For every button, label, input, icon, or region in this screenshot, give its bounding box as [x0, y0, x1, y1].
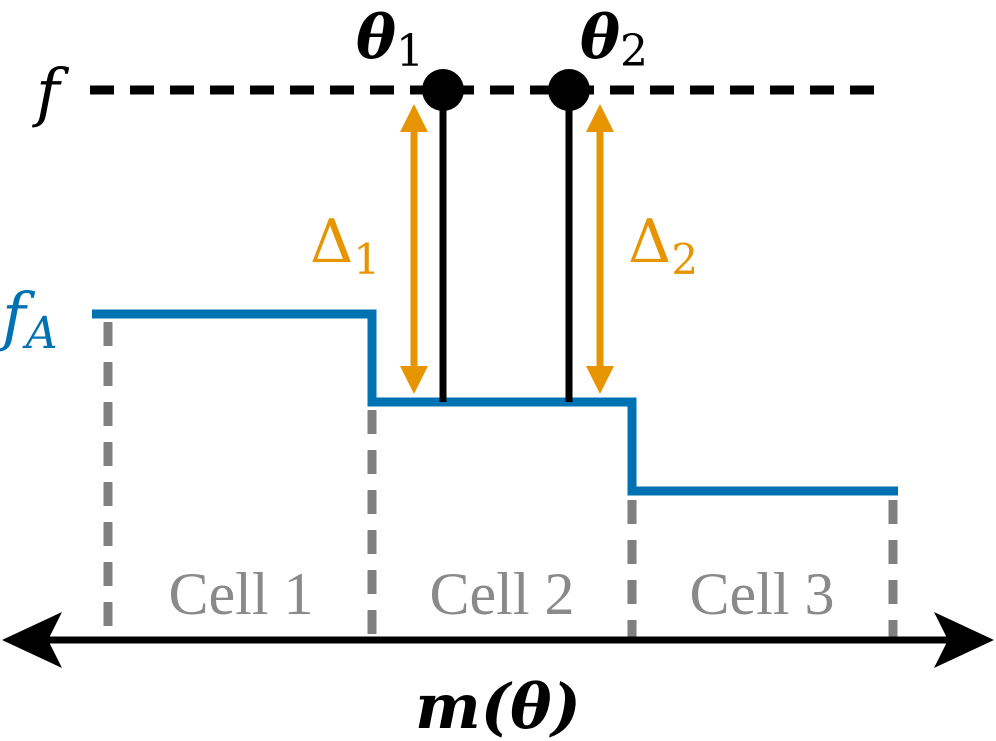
delta1-label-sub: 1 [353, 235, 380, 284]
theta1-label-main: θ [356, 3, 396, 73]
cell-label-1: Cell 1 [169, 561, 314, 627]
archive-label: fA [0, 280, 57, 359]
archive-step-line [92, 309, 898, 496]
threshold-label: f [32, 56, 70, 130]
delta2-label: Δ2 [628, 207, 698, 284]
archive-label-sub: A [22, 308, 58, 359]
cell-label-2: Cell 2 [430, 561, 575, 627]
theta1-label: θ1 [356, 3, 424, 77]
theta2-label-main: θ [580, 3, 620, 73]
theta1-label-sub: 1 [396, 26, 424, 77]
cell-dividers [103, 322, 898, 640]
theta2-label-sub: 2 [620, 26, 648, 77]
axis-right-arrowhead [934, 612, 994, 668]
axis-left-arrowhead [2, 612, 62, 668]
delta1-label-main: Δ [310, 207, 353, 277]
delta1-label: Δ1 [310, 207, 380, 284]
delta2-label-main: Δ [628, 207, 671, 277]
cell-label-3: Cell 3 [690, 561, 835, 627]
axis-label: m(θ) [415, 670, 581, 741]
delta2-label-sub: 2 [671, 235, 698, 284]
theta1-point [422, 69, 464, 111]
theta2-label: θ2 [580, 3, 648, 77]
theta2-point [548, 69, 590, 111]
